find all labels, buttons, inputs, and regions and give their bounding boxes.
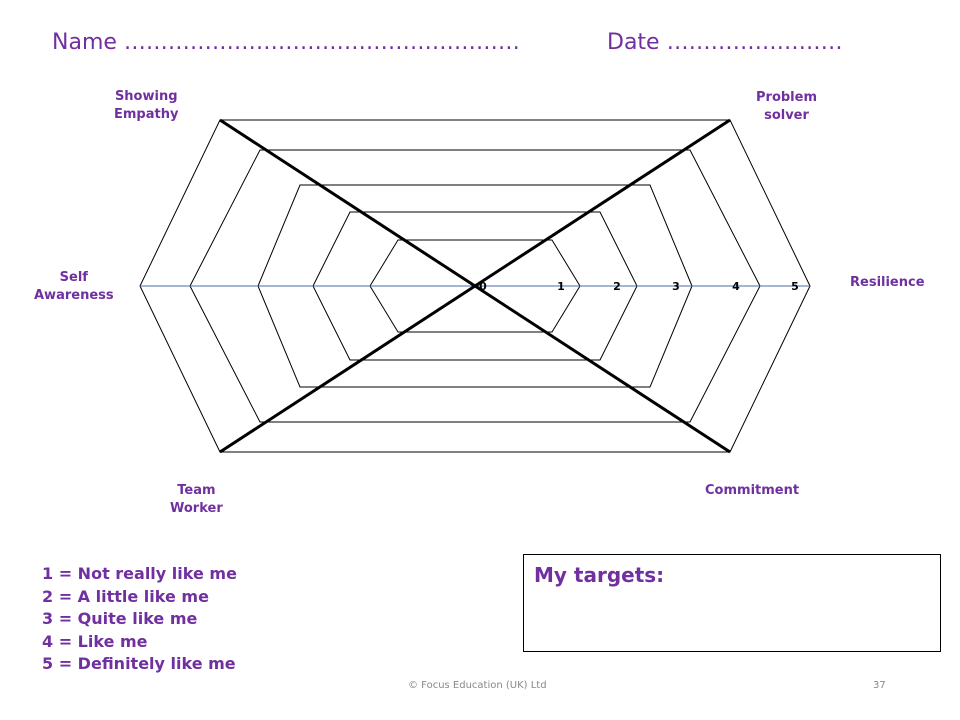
tick-label: 4 [732,280,740,293]
tick-label: 1 [557,280,565,293]
page-number: 37 [873,680,886,691]
tick-label: 2 [613,280,621,293]
axis-label-commitment: Commitment [705,483,800,498]
axis-label-resilience: Resilience [850,275,925,290]
tick-label: 3 [672,280,680,293]
targets-box[interactable]: My targets: [523,554,941,652]
name-field[interactable]: Name ……………………………………………… [52,30,520,55]
key-item: 3 = Quite like me [42,609,198,628]
axis-line-diagonal-2 [219,118,731,454]
tick-label: 0 [479,280,487,293]
rating-key: 1 = Not really like me 2 = A little like… [42,563,237,676]
key-item: 2 = A little like me [42,586,209,606]
key-item: 5 = Definitely like me [42,654,236,673]
tick-label: 5 [791,280,799,293]
key-item: 4 = Like me [42,631,148,651]
targets-label: My targets: [534,563,665,587]
date-field[interactable]: Date …………………… [607,30,843,55]
key-item: 1 = Not really like me [42,564,237,583]
copyright: © Focus Education (UK) Ltd [408,680,547,691]
